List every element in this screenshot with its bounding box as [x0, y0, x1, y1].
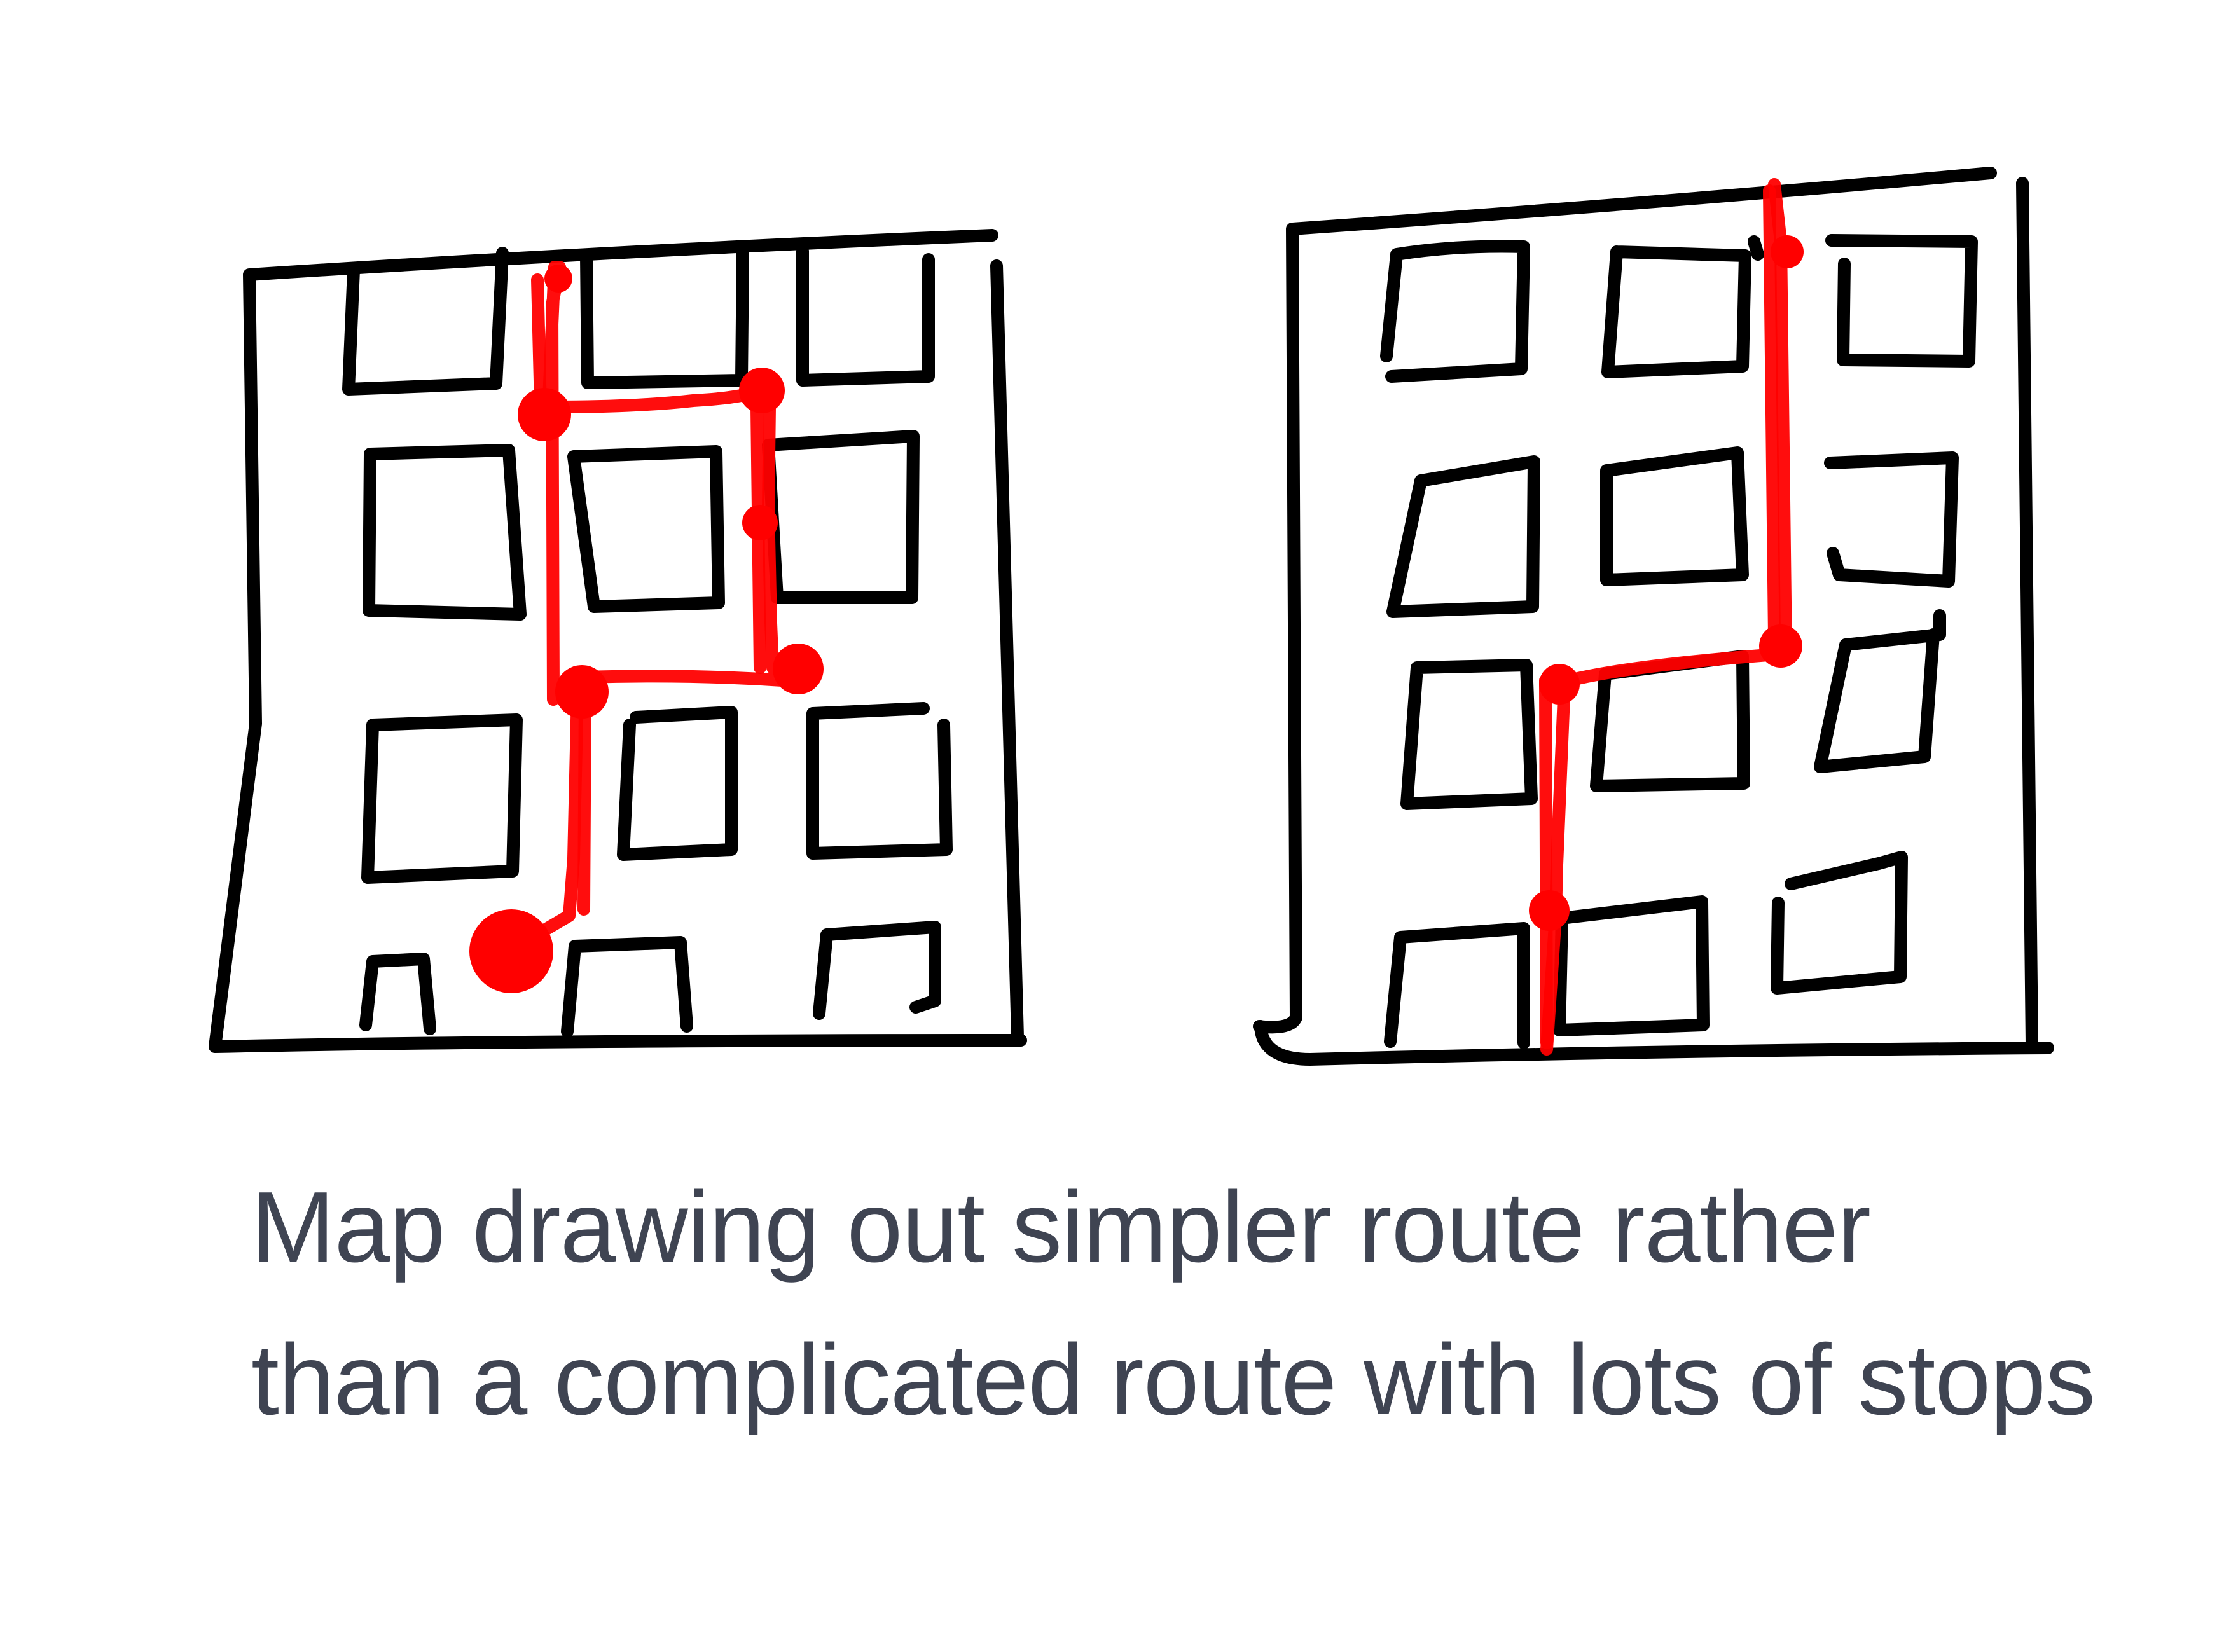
- caption-line-2: than a complicated route with lots of st…: [251, 1324, 2096, 1436]
- route-stop: [1759, 624, 1802, 668]
- left-building-outline: [209, 229, 1027, 1053]
- window: [580, 247, 749, 389]
- route-stop: [518, 388, 571, 441]
- window: [813, 921, 941, 1020]
- left-building: [209, 229, 1027, 1053]
- window: [567, 445, 725, 613]
- window: [1380, 240, 1530, 383]
- window: [762, 430, 920, 604]
- window: [1814, 609, 1946, 773]
- route-stop: [1529, 890, 1570, 931]
- window: [1384, 922, 1530, 1049]
- window: [1400, 659, 1538, 810]
- right-building-outline: [1253, 167, 2054, 1066]
- window: [342, 247, 509, 396]
- window: [1601, 245, 1751, 378]
- window: [1748, 234, 1978, 368]
- window: [617, 706, 738, 861]
- window: [359, 953, 436, 1035]
- route-stop: [739, 368, 785, 413]
- route-stop: [773, 644, 824, 694]
- window: [1553, 895, 1710, 1036]
- window: [796, 245, 935, 387]
- window: [1771, 851, 1908, 995]
- window: [561, 936, 693, 1038]
- route-stop: [1771, 235, 1804, 268]
- window: [1386, 455, 1540, 618]
- right-building: [1253, 167, 2054, 1066]
- route-stop: [555, 665, 609, 719]
- simple-route-shadow: [1539, 184, 1781, 1049]
- window: [363, 444, 527, 621]
- window: [1824, 451, 1959, 588]
- window: [1600, 446, 1749, 586]
- window: [806, 702, 953, 860]
- route-stop: [742, 505, 778, 540]
- route-stop: [469, 909, 553, 993]
- caption: Map drawing out simpler route rather tha…: [251, 1151, 2159, 1456]
- route-stop: [1539, 664, 1580, 705]
- caption-line-1: Map drawing out simpler route rather: [251, 1171, 1871, 1283]
- window: [361, 713, 523, 884]
- route-stop: [544, 265, 572, 293]
